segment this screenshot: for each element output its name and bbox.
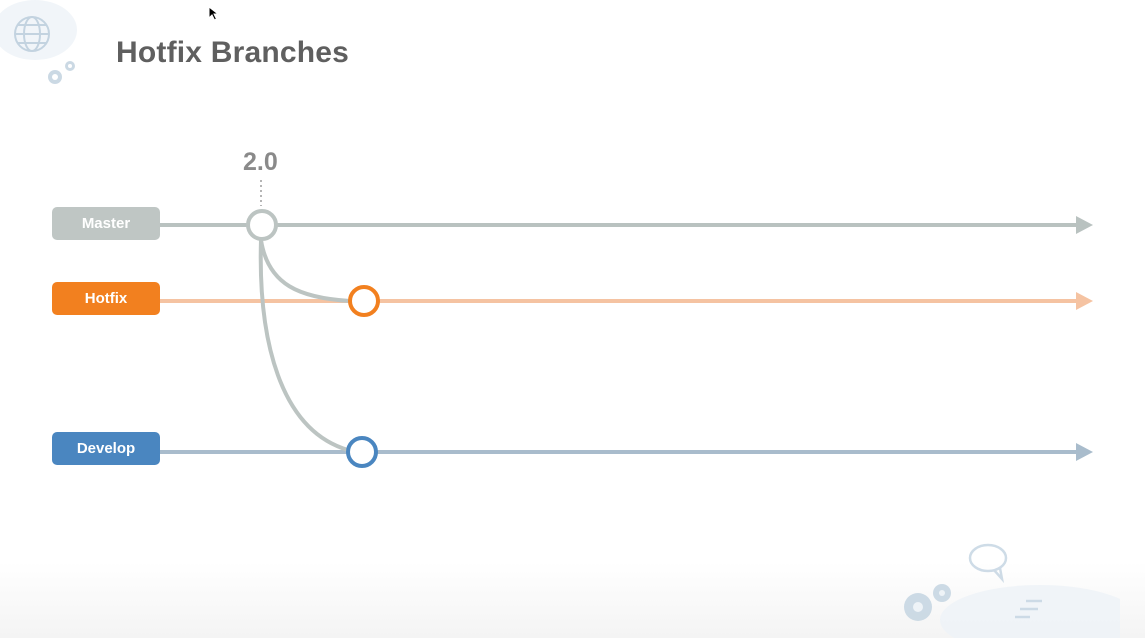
- develop-commit-node: [346, 436, 378, 468]
- version-tag-label: 2.0: [243, 148, 278, 176]
- master-branch-label: Master: [52, 207, 160, 240]
- hotfix-arrow-icon: [1076, 292, 1093, 310]
- mouse-cursor-icon: [208, 6, 220, 21]
- hotfix-commit-node: [348, 285, 380, 317]
- hotfix-branch-label: Hotfix: [52, 282, 160, 315]
- master-commit-node: [246, 209, 278, 241]
- slide-title: Hotfix Branches: [116, 36, 350, 69]
- master-arrow-icon: [1076, 216, 1093, 234]
- globe-decoration-icon: [0, 0, 77, 84]
- speech-bubble-decoration-icon: [904, 543, 1120, 638]
- master-to-hotfix-curve: [259, 239, 351, 303]
- master-to-develop-curve: [258, 239, 349, 452]
- develop-arrow-icon: [1076, 443, 1093, 461]
- develop-branch-label: Develop: [52, 432, 160, 465]
